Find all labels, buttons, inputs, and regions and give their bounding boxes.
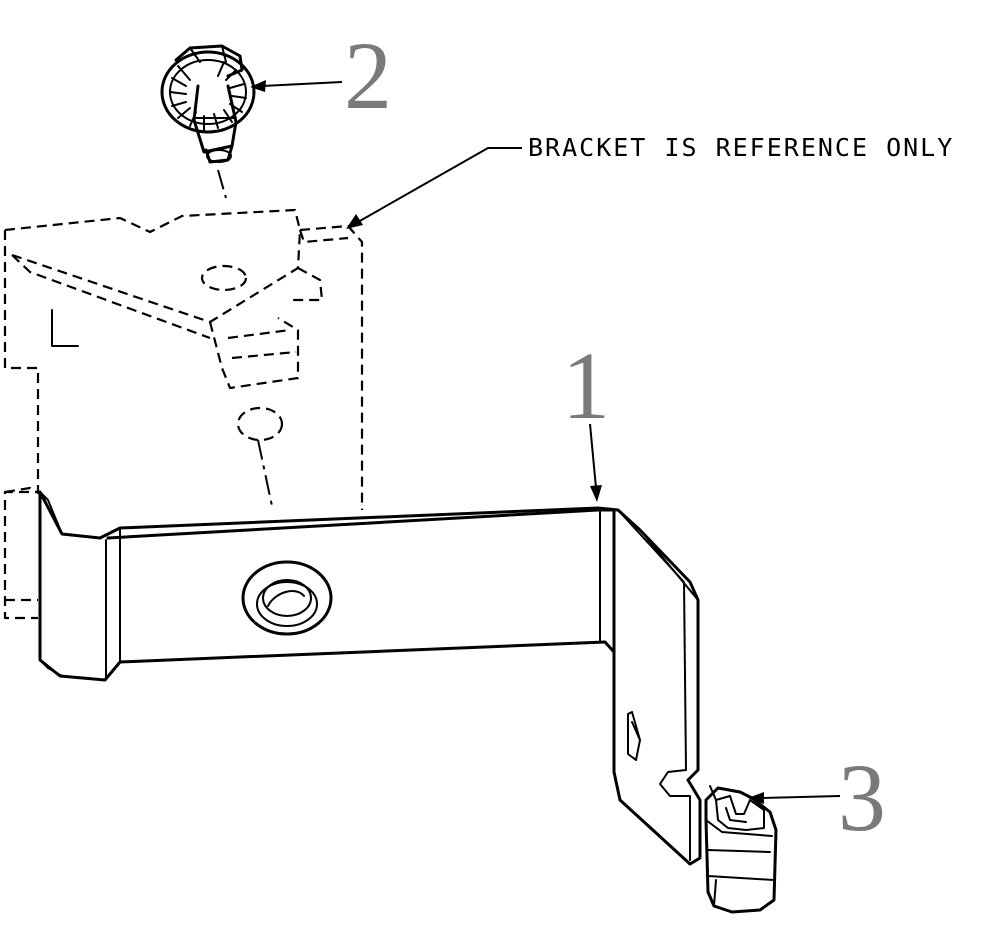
reference-note: BRACKET IS REFERENCE ONLY [528, 133, 954, 162]
callout-label-2: 2 [344, 22, 392, 129]
part-3-clip [704, 785, 778, 914]
part-1-bracket [38, 490, 702, 866]
callout-label-1: 1 [562, 332, 610, 439]
fastener-center-line [217, 169, 227, 199]
callout-label-3: 3 [838, 744, 886, 851]
part-2-flanged-nut [160, 44, 256, 164]
note-leader [346, 147, 522, 229]
callout-2-leader [250, 80, 343, 92]
reference-bracket [3, 208, 364, 620]
callout-1-leader [589, 423, 602, 502]
hole-center-line [257, 439, 273, 507]
callout-3-leader [748, 792, 841, 804]
